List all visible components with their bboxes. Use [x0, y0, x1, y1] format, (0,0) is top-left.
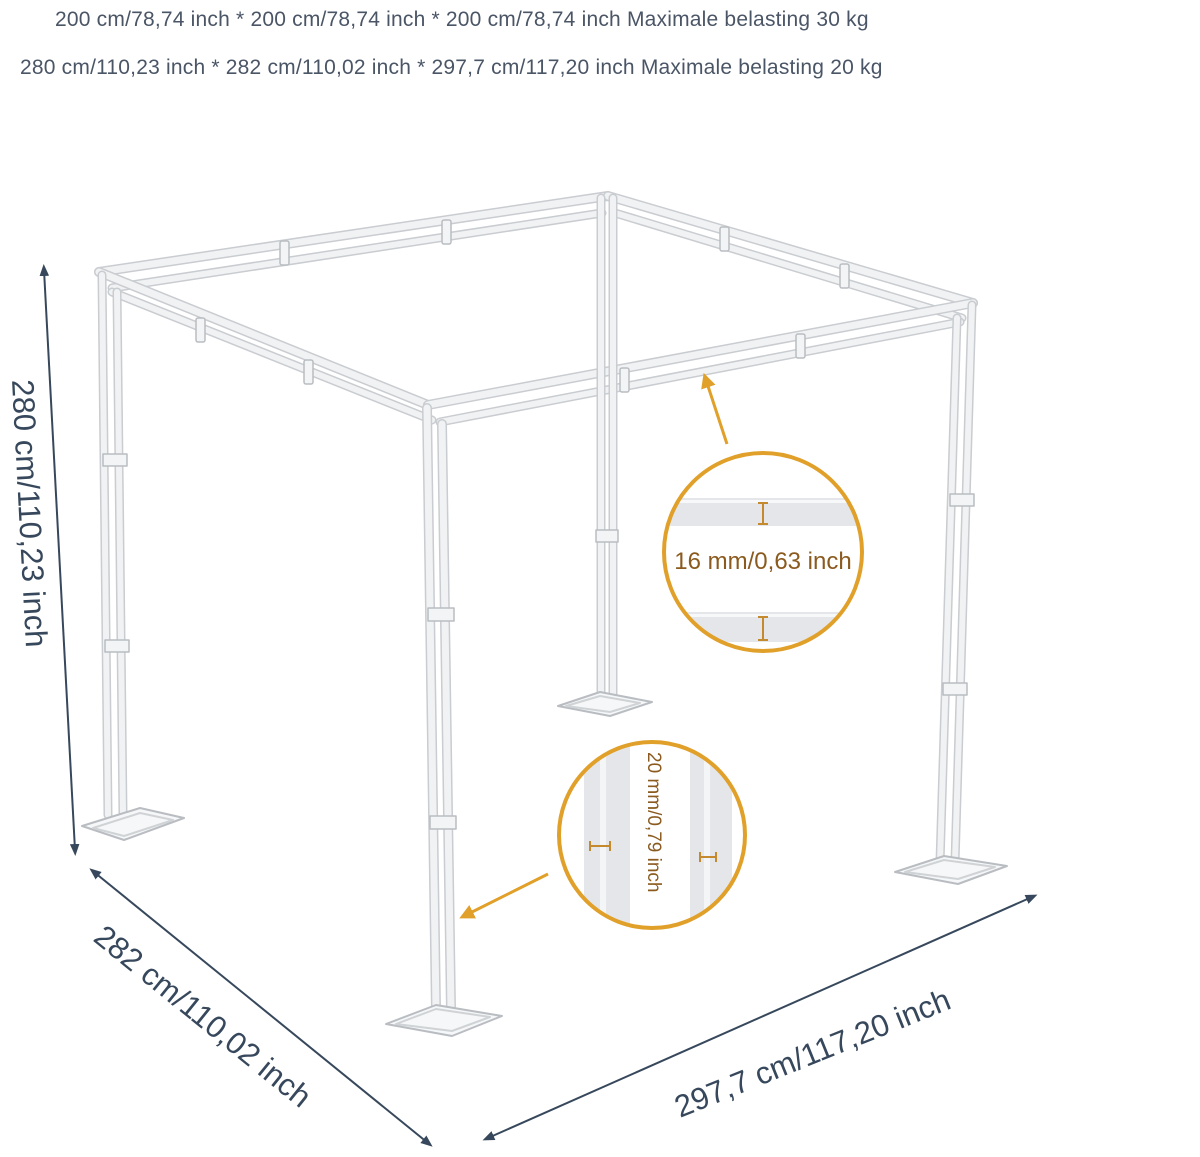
gazebo-frame	[81, 191, 1008, 1037]
dimension-depth: 282 cm/110,02 inch	[88, 868, 433, 1147]
dimension-width: 297,7 cm/117,20 inch	[482, 894, 1038, 1141]
leg-right	[935, 300, 977, 867]
base-plate-left	[81, 807, 185, 841]
base-plates	[81, 691, 1008, 1037]
callout-arrow-top	[701, 372, 729, 445]
leg-front	[422, 403, 457, 1015]
dimension-height: 280 cm/110,23 inch	[5, 264, 80, 856]
base-plate-right	[894, 855, 1008, 885]
leg-left	[97, 270, 130, 820]
depth-label: 282 cm/110,02 inch	[88, 918, 319, 1114]
top-beam-front	[94, 267, 978, 427]
spec-line-2: 280 cm/110,23 inch * 282 cm/110,02 inch …	[20, 56, 883, 79]
base-plate-back	[557, 691, 653, 717]
callout-ring-top	[662, 451, 864, 653]
callout-arrow-leg	[459, 872, 549, 919]
top-tube-label: 16 mm/0,63 inch	[674, 548, 851, 575]
leg-back	[595, 193, 619, 703]
measure-mark-top	[758, 502, 768, 641]
leg-tube-label: 20 mm/0,79 inch	[643, 752, 664, 892]
callout-top-tube: 16 mm/0,63 inch	[662, 372, 864, 653]
measure-mark-leg	[589, 841, 717, 862]
width-label: 297,7 cm/117,20 inch	[670, 982, 956, 1125]
spec-line-1: 200 cm/78,74 inch * 200 cm/78,74 inch * …	[55, 8, 869, 31]
top-beam-back	[94, 191, 978, 323]
callout-ring-leg	[557, 740, 747, 930]
callout-leg-tube: 20 mm/0,79 inch	[459, 740, 747, 930]
beam-connectors	[195, 219, 850, 393]
height-label: 280 cm/110,23 inch	[5, 379, 54, 649]
